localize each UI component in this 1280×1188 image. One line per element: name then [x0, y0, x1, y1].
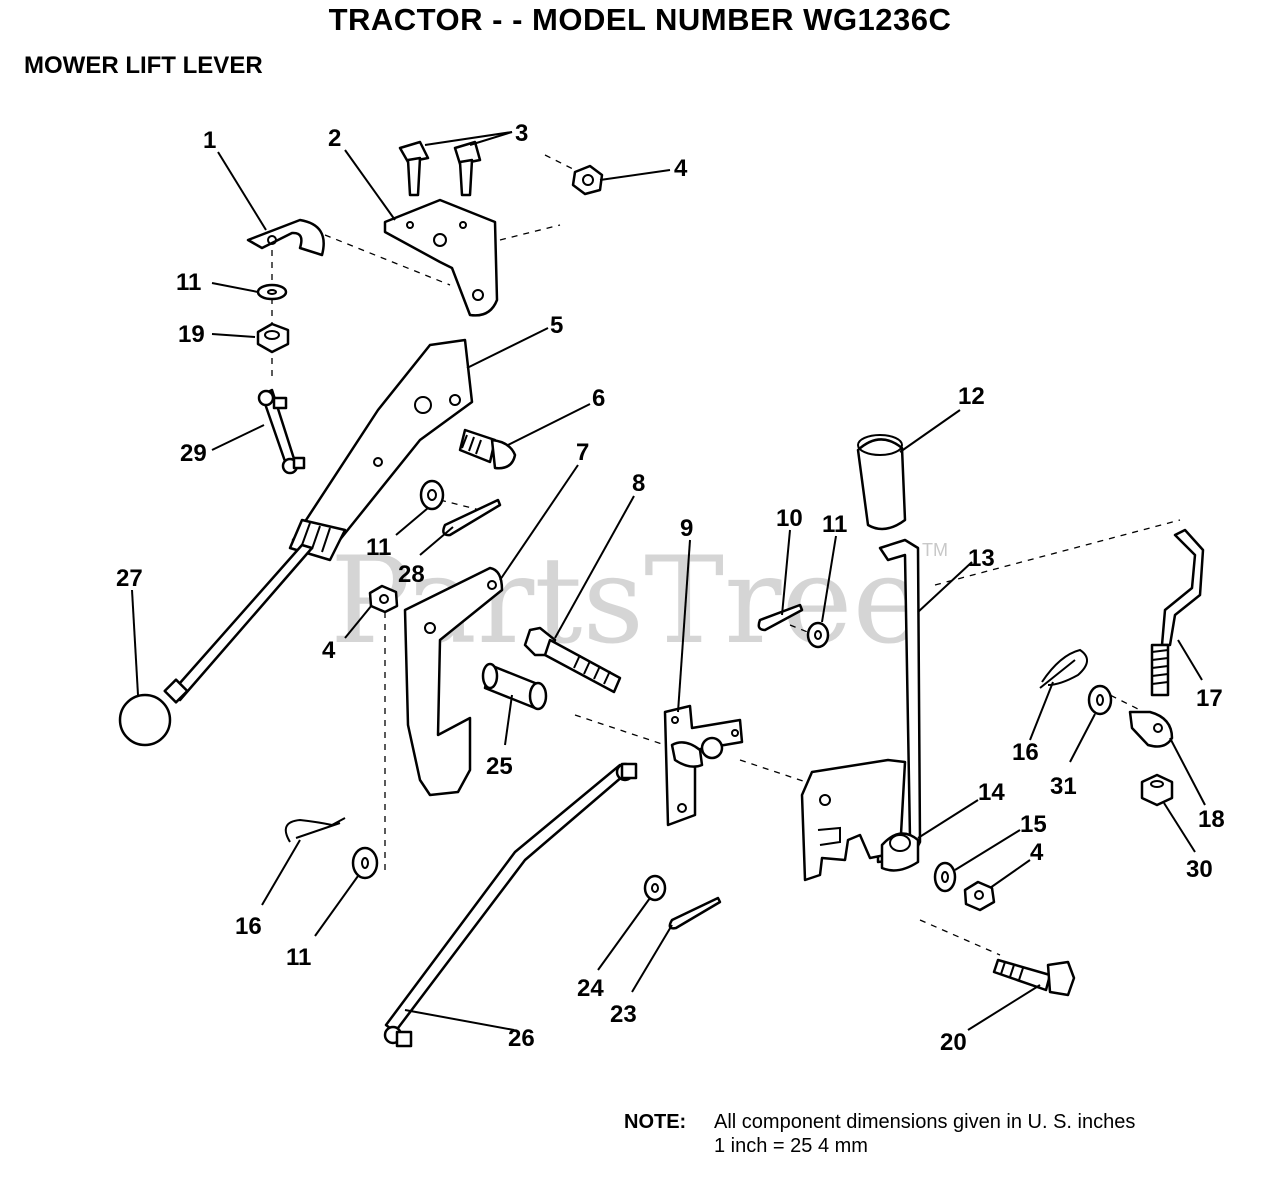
part-18-swivel[interactable] [1128, 710, 1174, 748]
part-16-hairpin[interactable] [284, 817, 346, 843]
callout-12[interactable]: 12 [958, 383, 985, 410]
callout-13[interactable]: 13 [968, 545, 995, 572]
callout-4[interactable]: 4 [322, 637, 336, 664]
part-3-bolts[interactable] [398, 140, 482, 197]
part-11-washer[interactable] [419, 479, 445, 511]
callout-9[interactable]: 9 [680, 515, 693, 542]
part-25-spacer[interactable] [481, 662, 548, 711]
callout-11[interactable]: 11 [822, 511, 847, 538]
callout-27[interactable]: 27 [116, 565, 143, 592]
part-12-handle-grip[interactable] [856, 434, 907, 531]
part-20-bolt[interactable] [992, 958, 1076, 997]
callout-18[interactable]: 18 [1198, 806, 1225, 833]
callout-6[interactable]: 6 [592, 385, 605, 412]
callout-11[interactable]: 11 [366, 534, 391, 561]
leader-lines [131, 131, 1206, 1031]
callout-8[interactable]: 8 [632, 470, 645, 497]
part-24-washer[interactable] [643, 874, 667, 902]
callout-25[interactable]: 25 [486, 753, 513, 780]
callout-19[interactable]: 19 [178, 321, 205, 348]
callout-15[interactable]: 15 [1020, 811, 1047, 838]
part-16-hairpin[interactable] [1039, 648, 1088, 689]
callout-7[interactable]: 7 [576, 439, 589, 466]
callout-4[interactable]: 4 [674, 155, 688, 182]
callout-labels: 1 2 3 4 5 6 7 8 9 10 11 11 11 11 12 13 1… [116, 120, 1225, 1056]
watermark-trademark: TM [922, 540, 948, 560]
part-23-cotter-pin[interactable] [668, 896, 722, 930]
part-19-nut[interactable] [256, 322, 290, 354]
part-11-washer[interactable] [806, 621, 830, 649]
part-14-bushing[interactable] [880, 832, 920, 872]
callout-3[interactable]: 3 [515, 120, 528, 147]
callout-28[interactable]: 28 [398, 561, 425, 588]
part-13-lift-lever[interactable] [800, 538, 922, 882]
note-body: All component dimensions given in U. S. … [714, 1110, 1254, 1158]
callout-11[interactable]: 11 [176, 269, 201, 296]
part-28-cotter-pin[interactable] [442, 498, 502, 537]
part-27-knob[interactable] [118, 543, 314, 747]
callout-2[interactable]: 2 [328, 125, 341, 152]
part-2-bracket[interactable] [383, 198, 499, 317]
page-title: TRACTOR - - MODEL NUMBER WG1236C [328, 2, 952, 37]
callout-26[interactable]: 26 [508, 1025, 535, 1052]
part-15-washer[interactable] [933, 861, 957, 893]
callout-31[interactable]: 31 [1050, 773, 1077, 800]
note-line-units: All component dimensions given in U. S. … [714, 1111, 1136, 1133]
callout-14[interactable]: 14 [978, 779, 1005, 806]
callout-17[interactable]: 17 [1196, 685, 1223, 712]
part-10-cotter-pin[interactable] [757, 603, 804, 632]
callout-1[interactable]: 1 [203, 127, 216, 154]
part-1-clip[interactable] [246, 218, 325, 257]
part-4-nut[interactable] [368, 584, 399, 614]
part-29-link[interactable] [257, 388, 306, 475]
callout-30[interactable]: 30 [1186, 856, 1213, 883]
note-label: NOTE: [624, 1111, 687, 1133]
part-30-nut[interactable] [1140, 773, 1174, 807]
part-11-washer[interactable] [351, 846, 379, 880]
callout-4[interactable]: 4 [1030, 839, 1044, 866]
callout-16[interactable]: 16 [1012, 739, 1039, 766]
callout-11[interactable]: 11 [286, 944, 311, 971]
assembly-lines [271, 154, 1181, 956]
note-line-conversion: 1 inch = 25 4 mm [714, 1135, 868, 1157]
part-9-plate[interactable] [663, 704, 744, 827]
part-8-bolt[interactable] [523, 626, 622, 694]
part-6-bolt[interactable] [458, 428, 517, 470]
part-4-nut[interactable] [963, 880, 996, 912]
part-31-washer[interactable] [1087, 684, 1113, 716]
part-17-rod[interactable] [1150, 528, 1205, 697]
callout-5[interactable]: 5 [550, 312, 563, 339]
callout-16[interactable]: 16 [235, 913, 262, 940]
assembly-subtitle: MOWER LIFT LEVER [24, 52, 263, 79]
callout-29[interactable]: 29 [180, 440, 207, 467]
part-4-nut[interactable] [571, 164, 604, 196]
dimension-note: NOTE: All component dimensions given in U… [624, 1110, 1264, 1158]
part-26-link-rod[interactable] [383, 762, 638, 1048]
part-11-washer[interactable] [256, 283, 288, 301]
callout-23[interactable]: 23 [610, 1001, 637, 1028]
callout-10[interactable]: 10 [776, 505, 803, 532]
part-7-plate[interactable] [403, 566, 504, 797]
callout-24[interactable]: 24 [577, 975, 604, 1002]
callout-20[interactable]: 20 [940, 1029, 967, 1056]
